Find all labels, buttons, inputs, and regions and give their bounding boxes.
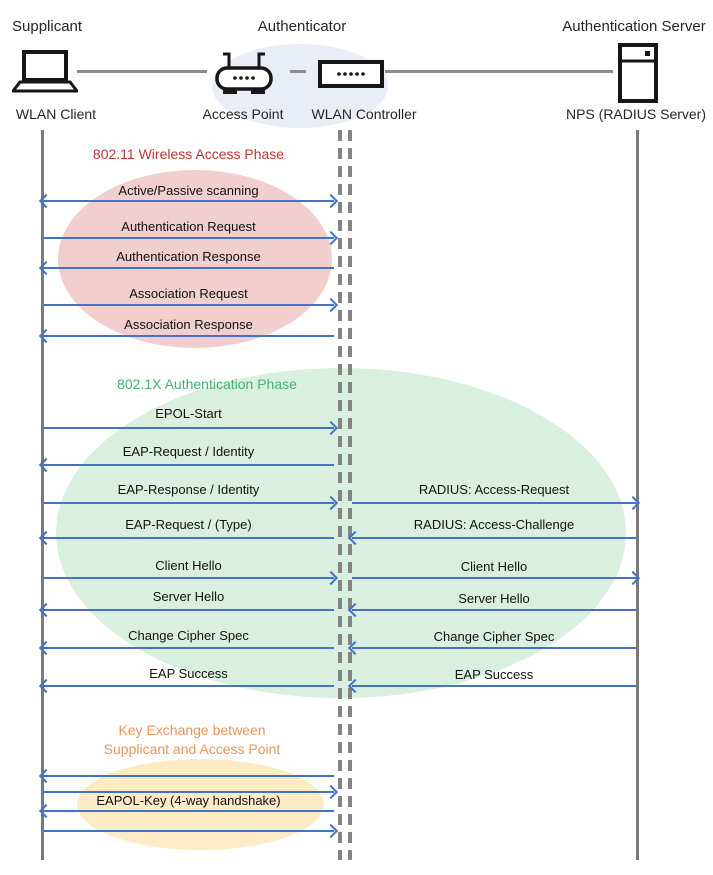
phase1-title: 802.11 Wireless Access Phase bbox=[92, 146, 285, 162]
label-eap-request-type: EAP-Request / (Type) bbox=[125, 517, 252, 532]
label-eap-request-identity: EAP-Request / Identity bbox=[122, 444, 255, 459]
arrow-line bbox=[352, 647, 636, 649]
arrow-change-cipher-right bbox=[347, 640, 637, 656]
arrow-epol-start bbox=[42, 420, 339, 436]
arrow-line bbox=[43, 304, 334, 306]
arrow-line bbox=[43, 685, 334, 687]
arrow-assoc-response bbox=[38, 328, 335, 344]
role-authenticator: Authenticator bbox=[257, 18, 347, 35]
label-change-cipher-left: Change Cipher Spec bbox=[128, 628, 249, 643]
arrow-line bbox=[43, 502, 334, 504]
phase2-title: 802.1X Authentication Phase bbox=[117, 376, 297, 392]
arrow-line bbox=[43, 237, 334, 239]
arrow-radius-access-request bbox=[351, 495, 641, 511]
arrowhead-left bbox=[347, 530, 363, 546]
arrow-line bbox=[43, 200, 334, 202]
role-supplicant: Supplicant bbox=[12, 18, 83, 35]
lifeline-wlan-client bbox=[41, 130, 44, 860]
connector-ap-controller bbox=[290, 70, 306, 73]
arrow-line bbox=[43, 791, 334, 793]
label-assoc-response: Association Response bbox=[124, 317, 253, 332]
access-point-icon bbox=[215, 52, 273, 94]
arrow-eapol-key-2 bbox=[42, 784, 339, 800]
phase3-title-line1: Key Exchange between bbox=[118, 722, 266, 738]
arrow-line bbox=[352, 537, 636, 539]
arrowhead-left bbox=[38, 768, 54, 784]
arrow-line bbox=[43, 427, 334, 429]
arrow-eapol-key-4 bbox=[42, 823, 339, 839]
arrow-auth-request bbox=[42, 230, 339, 246]
lifeline-nps bbox=[636, 130, 639, 860]
arrow-auth-response bbox=[38, 260, 335, 276]
arrowhead-left bbox=[38, 602, 54, 618]
arrow-eap-success-right bbox=[347, 678, 637, 694]
lifeline-wlan-controller-right bbox=[348, 130, 352, 860]
label-server-hello-right: Server Hello bbox=[458, 591, 530, 606]
label-eapol-key: EAPOL-Key (4-way handshake) bbox=[96, 793, 281, 808]
arrow-client-hello-left bbox=[42, 570, 339, 586]
arrow-eapol-key-3 bbox=[38, 803, 335, 819]
arrowhead-left bbox=[38, 530, 54, 546]
arrowhead-left bbox=[38, 640, 54, 656]
label-eap-success-left: EAP Success bbox=[149, 666, 228, 681]
label-client-hello-right: Client Hello bbox=[460, 559, 528, 574]
arrow-line bbox=[43, 775, 334, 777]
connector-client-ap bbox=[77, 70, 207, 73]
arrow-line bbox=[43, 464, 334, 466]
arrowhead-right bbox=[323, 823, 339, 839]
label-eap-success-right: EAP Success bbox=[454, 667, 534, 682]
phase3-ellipse bbox=[77, 759, 324, 850]
label-eap-response-identity: EAP-Response / Identity bbox=[117, 482, 260, 497]
label-scanning: Active/Passive scanning bbox=[118, 183, 259, 198]
arrow-line bbox=[43, 647, 334, 649]
arrow-line bbox=[43, 577, 334, 579]
arrowhead-left bbox=[38, 457, 54, 473]
label-auth-response: Authentication Response bbox=[116, 249, 261, 264]
device-label-nps: NPS (RADIUS Server) bbox=[565, 106, 707, 122]
laptop-icon bbox=[12, 50, 78, 93]
label-epol-start: EPOL-Start bbox=[155, 406, 222, 421]
label-server-hello-left: Server Hello bbox=[152, 589, 225, 604]
arrow-eap-request-identity bbox=[38, 457, 335, 473]
arrow-line bbox=[43, 335, 334, 337]
arrow-assoc-request bbox=[42, 297, 339, 313]
arrow-scanning bbox=[38, 193, 339, 209]
label-radius-access-challenge: RADIUS: Access-Challenge bbox=[413, 517, 575, 532]
label-change-cipher-right: Change Cipher Spec bbox=[433, 629, 555, 644]
arrow-change-cipher-left bbox=[38, 640, 335, 656]
arrow-eap-request-type bbox=[38, 530, 335, 546]
arrow-line bbox=[352, 502, 636, 504]
phase3-title-line2: Supplicant and Access Point bbox=[103, 741, 281, 757]
label-assoc-request: Association Request bbox=[129, 286, 248, 301]
arrowhead-left bbox=[38, 678, 54, 694]
arrow-line bbox=[43, 267, 334, 269]
label-auth-request: Authentication Request bbox=[121, 219, 256, 234]
connector-controller-server bbox=[385, 70, 613, 73]
phase1-ellipse bbox=[58, 170, 332, 348]
arrow-line bbox=[43, 830, 334, 832]
arrow-server-hello-right bbox=[347, 602, 637, 618]
device-label-access-point: Access Point bbox=[202, 106, 284, 122]
arrow-eap-response-identity bbox=[42, 495, 339, 511]
arrow-line bbox=[43, 537, 334, 539]
label-client-hello-left: Client Hello bbox=[155, 558, 222, 573]
arrow-radius-access-challenge bbox=[347, 530, 637, 546]
role-authentication-server: Authentication Server bbox=[562, 18, 706, 35]
lifeline-wlan-controller-left bbox=[338, 130, 342, 860]
arrow-server-hello-left bbox=[38, 602, 335, 618]
arrow-client-hello-right bbox=[351, 570, 641, 586]
label-radius-access-request: RADIUS: Access-Request bbox=[418, 482, 570, 497]
arrow-eap-success-left bbox=[38, 678, 335, 694]
arrow-line bbox=[43, 609, 334, 611]
device-label-wlan-client: WLAN Client bbox=[15, 106, 97, 122]
arrow-eapol-key-1 bbox=[38, 768, 335, 784]
arrow-line bbox=[43, 810, 334, 812]
server-icon bbox=[618, 43, 658, 103]
wlan-controller-icon bbox=[318, 60, 384, 88]
arrow-line bbox=[352, 685, 636, 687]
phase3-title: Key Exchange between Supplicant and Acce… bbox=[92, 721, 292, 759]
arrow-line bbox=[352, 609, 636, 611]
device-label-wlan-controller: WLAN Controller bbox=[311, 106, 417, 122]
arrow-line bbox=[352, 577, 636, 579]
